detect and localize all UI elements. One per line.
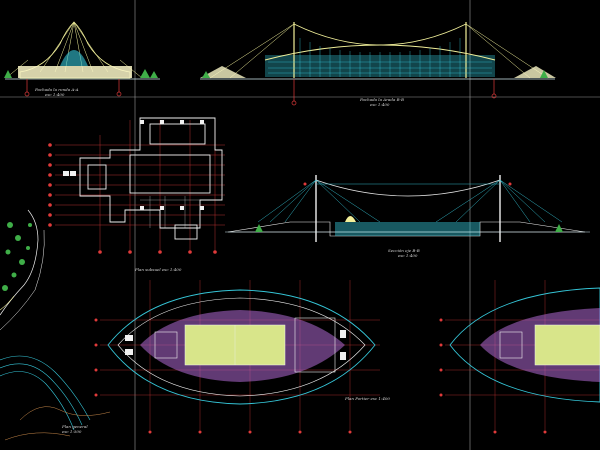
elevation-a-label: Fachada la ronda A-A esc 1:400 — [34, 87, 80, 97]
site-plan — [0, 209, 111, 441]
section-b-b — [225, 175, 590, 242]
plan-portier — [94, 280, 380, 434]
elevation-b-label: Fachada la Arada B-B esc 1:400 — [359, 97, 405, 107]
elevation-b-b — [200, 22, 556, 106]
elevation-a-a — [4, 21, 160, 97]
plan-right-partial — [439, 280, 600, 434]
plan-portier-label: Plan Portier esc 1:400 — [344, 396, 390, 401]
site-plan-label: Plan general esc 1:500 — [61, 424, 89, 434]
plan-subsuelo — [48, 117, 225, 254]
section-label: Sección eje B-B esc 1:400 — [388, 248, 421, 258]
plan-subsuelo-label: Plan subsuel esc 1:400 — [134, 267, 182, 272]
